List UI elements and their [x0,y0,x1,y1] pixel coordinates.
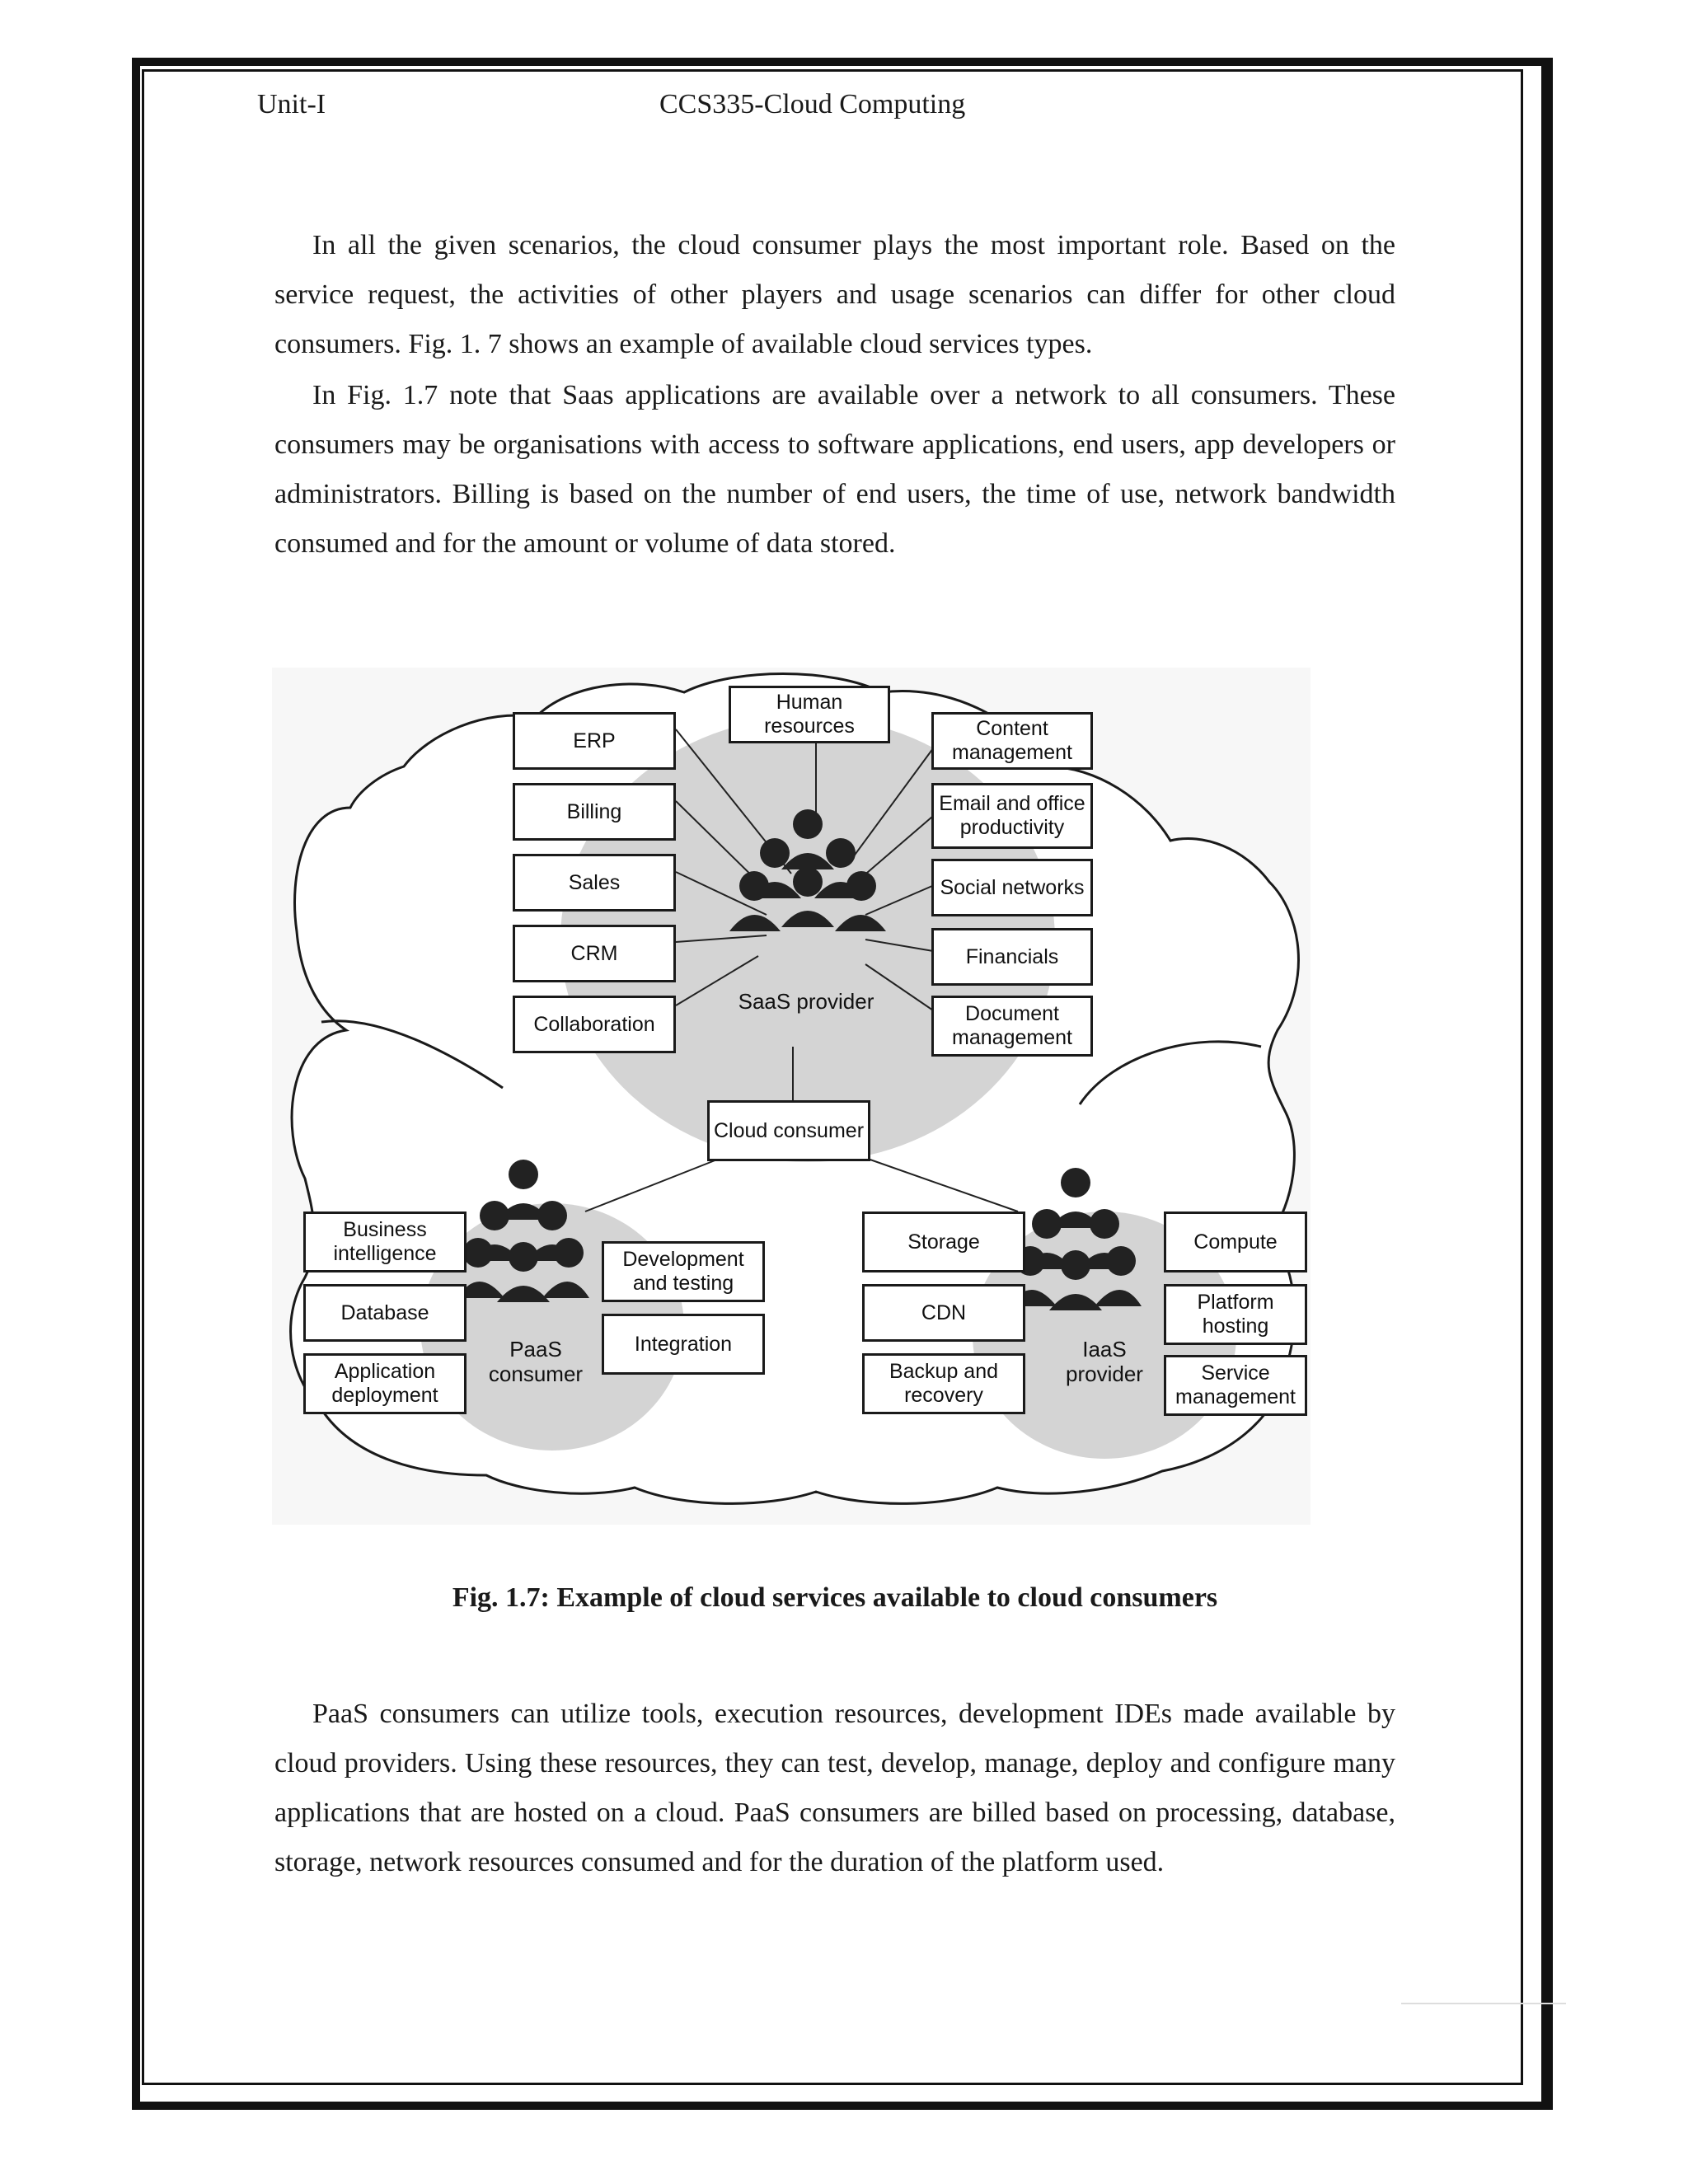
iaas-provider-label: IaaS provider [1066,1337,1143,1386]
document-management-box: Document management [931,996,1093,1057]
sales-box: Sales [513,854,676,912]
cloud-services-figure: ERP Billing Sales CRM Collaboration Huma… [272,668,1311,1525]
backup-recovery-box: Backup and recovery [862,1353,1025,1414]
page-border-inner [142,69,1523,2085]
crm-box: CRM [513,925,676,982]
page-border-outer [132,58,1553,2110]
storage-box: Storage [862,1212,1025,1272]
business-intelligence-box: Business intelligence [303,1212,467,1272]
financials-box: Financials [931,928,1093,986]
development-testing-box: Development and testing [602,1241,765,1302]
cdn-box: CDN [862,1284,1025,1342]
header-course: CCS335-Cloud Computing [659,89,966,120]
saas-people-icon [729,809,886,931]
figure-caption: Fig. 1.7: Example of cloud services avai… [452,1582,1218,1613]
paragraph-1: In all the given scenarios, the cloud co… [274,221,1395,369]
saas-provider-label: SaaS provider [738,989,874,1014]
service-management-box: Service management [1164,1355,1307,1416]
paragraph-3-text: PaaS consumers can utilize tools, execut… [274,1699,1395,1877]
collaboration-box: Collaboration [513,996,676,1053]
database-box: Database [303,1284,467,1342]
human-resources-box: Human resources [729,686,890,743]
social-networks-box: Social networks [931,859,1093,916]
content-management-box: Content management [931,712,1093,770]
platform-hosting-box: Platform hosting [1164,1284,1307,1345]
header-unit: Unit-I [257,89,326,120]
compute-box: Compute [1164,1212,1307,1272]
erp-box: ERP [513,712,676,770]
paragraph-1-text: In all the given scenarios, the cloud co… [274,230,1395,359]
page-edge-mark [1401,2003,1566,2004]
iaas-people-icon [1010,1168,1142,1310]
application-deployment-box: Application deployment [303,1353,467,1414]
paragraph-2: In Fig. 1.7 note that Saas applications … [274,371,1395,569]
integration-box: Integration [602,1314,765,1375]
paas-people-icon [457,1160,589,1302]
paragraph-2-text: In Fig. 1.7 note that Saas applications … [274,380,1395,559]
email-office-box: Email and office productivity [931,783,1093,849]
billing-box: Billing [513,783,676,841]
cloud-consumer-box: Cloud consumer [707,1100,870,1161]
paragraph-3: PaaS consumers can utilize tools, execut… [274,1690,1395,1887]
paas-consumer-label: PaaS consumer [488,1337,584,1386]
